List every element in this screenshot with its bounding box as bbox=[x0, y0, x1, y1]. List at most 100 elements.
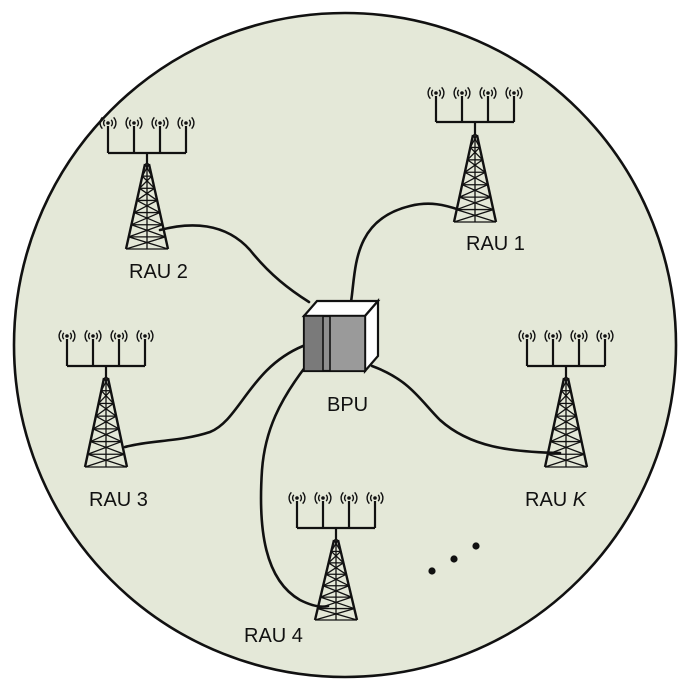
link-rau-2 bbox=[158, 224, 311, 304]
link-rau-k bbox=[370, 364, 562, 455]
radio-wave-icon bbox=[493, 86, 497, 100]
radio-wave-icon bbox=[607, 332, 611, 340]
radio-wave-icon bbox=[490, 89, 494, 97]
bpu-label: BPU bbox=[327, 394, 368, 416]
antenna-emitter bbox=[65, 334, 69, 338]
radio-wave-icon bbox=[124, 329, 128, 343]
radio-wave-icon bbox=[599, 332, 603, 340]
antenna-emitter bbox=[512, 91, 516, 95]
antenna-emitter bbox=[603, 334, 607, 338]
radio-wave-icon bbox=[573, 332, 577, 340]
tower-brace bbox=[469, 134, 478, 148]
radio-wave-icon bbox=[555, 332, 559, 340]
rau-k-tower-icon bbox=[518, 329, 614, 468]
tower-brace bbox=[560, 390, 574, 404]
tower-brace bbox=[322, 573, 347, 587]
tower-brace bbox=[328, 550, 342, 564]
radio-wave-icon bbox=[343, 494, 347, 502]
tower-leg-right bbox=[336, 539, 359, 621]
tower-brace bbox=[550, 428, 580, 443]
radio-wave-icon bbox=[136, 119, 140, 127]
antenna-emitter bbox=[577, 334, 581, 338]
antenna-emitter bbox=[434, 91, 438, 95]
tower-brace bbox=[563, 377, 572, 392]
tower-brace bbox=[92, 415, 117, 430]
radio-wave-icon bbox=[288, 491, 292, 505]
radio-wave-icon bbox=[99, 116, 103, 130]
radio-wave-icon bbox=[58, 329, 62, 343]
radio-wave-icon bbox=[521, 332, 525, 340]
tower-brace bbox=[464, 171, 489, 186]
radio-wave-icon bbox=[299, 494, 303, 502]
radio-wave-icon bbox=[544, 329, 548, 343]
tower-leg-left bbox=[83, 377, 106, 468]
antenna-emitter bbox=[117, 334, 121, 338]
radio-wave-icon bbox=[508, 89, 512, 97]
radio-wave-icon bbox=[151, 116, 155, 130]
tower-brace bbox=[558, 390, 572, 404]
tower-brace bbox=[456, 196, 491, 211]
radio-wave-icon bbox=[547, 332, 551, 340]
tower-brace bbox=[131, 224, 166, 238]
rau-4-label: RAU 4 bbox=[244, 625, 303, 647]
radio-wave-icon bbox=[317, 494, 321, 502]
rau-4-tower-icon bbox=[288, 491, 384, 621]
tower-brace bbox=[139, 187, 158, 201]
rau-towers bbox=[58, 86, 614, 621]
radio-wave-icon bbox=[456, 89, 460, 97]
rau-3-label: RAU 3 bbox=[89, 489, 148, 511]
tower-brace bbox=[103, 377, 112, 392]
tower-brace bbox=[330, 539, 339, 552]
tower-brace bbox=[141, 163, 150, 177]
ellipsis-dot-2 bbox=[450, 555, 458, 563]
radio-wave-icon bbox=[110, 329, 114, 343]
more-raus-ellipsis bbox=[428, 542, 480, 575]
radio-wave-icon bbox=[102, 119, 106, 127]
radio-wave-icon bbox=[380, 491, 384, 505]
tower-brace bbox=[100, 390, 114, 404]
antenna-emitter bbox=[460, 91, 464, 95]
tower-brace bbox=[90, 440, 125, 455]
antenna-emitter bbox=[91, 334, 95, 338]
radio-wave-icon bbox=[581, 332, 585, 340]
tower-brace bbox=[558, 402, 577, 417]
antenna-emitter bbox=[158, 121, 162, 125]
rau-k-label-prefix: RAU bbox=[525, 489, 573, 511]
tower-brace bbox=[461, 171, 486, 186]
tower-leg-left bbox=[543, 377, 566, 468]
tower-brace bbox=[464, 159, 483, 173]
tower-brace bbox=[90, 428, 120, 443]
antenna-emitter bbox=[106, 121, 110, 125]
bpu-front-panel-left bbox=[303, 315, 324, 372]
bpu-front-panel-right bbox=[329, 315, 366, 372]
tower-brace bbox=[128, 236, 169, 250]
radio-wave-icon bbox=[113, 116, 117, 130]
tower-brace bbox=[552, 415, 577, 430]
radio-wave-icon bbox=[482, 89, 486, 97]
fronthaul-links bbox=[123, 202, 562, 608]
ellipsis-dot-1 bbox=[428, 567, 436, 575]
antenna-emitter bbox=[132, 121, 136, 125]
radio-wave-icon bbox=[150, 329, 154, 343]
radio-wave-icon bbox=[98, 329, 102, 343]
tower-brace bbox=[333, 539, 342, 552]
radio-wave-icon bbox=[154, 119, 158, 127]
tower-brace bbox=[325, 562, 344, 575]
tower-brace bbox=[98, 402, 117, 417]
radio-wave-icon bbox=[464, 89, 468, 97]
tower-leg-left bbox=[124, 163, 147, 250]
radio-wave-icon bbox=[366, 491, 370, 505]
radio-wave-icon bbox=[570, 329, 574, 343]
tower-brace bbox=[133, 211, 163, 226]
radio-wave-icon bbox=[147, 332, 151, 340]
tower-brace bbox=[95, 415, 120, 430]
tower-brace bbox=[317, 596, 352, 610]
radio-wave-icon bbox=[291, 494, 295, 502]
tower-brace bbox=[144, 163, 153, 177]
tower-leg-right bbox=[147, 163, 170, 250]
tower-brace bbox=[330, 550, 344, 564]
radio-wave-icon bbox=[377, 494, 381, 502]
radio-wave-icon bbox=[518, 329, 522, 343]
radio-wave-icon bbox=[516, 89, 520, 97]
